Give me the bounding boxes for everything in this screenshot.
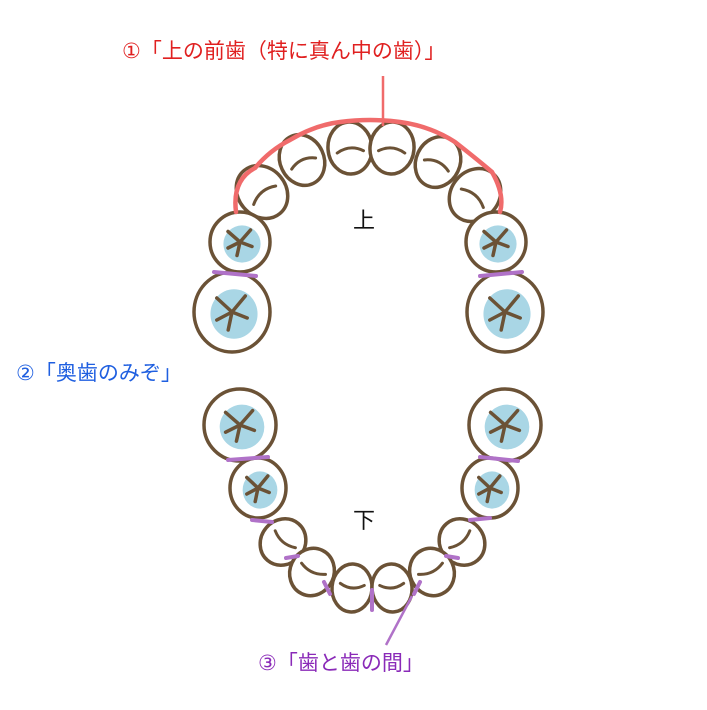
upper-right-canine [447,166,503,224]
tooth-edge [422,158,450,173]
lower-right-central-incisor [370,562,414,614]
tooth-edge [448,529,472,550]
tooth-edge [378,581,406,590]
between-teeth-mark [468,516,492,522]
lower-left-central-incisor [330,562,374,614]
between-teeth-pointer [384,595,414,646]
tooth-edge [252,184,278,206]
groove-lines [482,228,510,258]
groove-lines [223,408,257,443]
upper-right-molar [465,270,545,354]
groove-lines [477,474,503,504]
tooth-edge [273,529,297,550]
tooth-edge [300,561,327,576]
upper-jaw-label: 上 [353,209,375,234]
upper-left-premolar [208,210,272,274]
label-between-teeth: ③「歯と歯の間」 [258,651,424,675]
upper-right-central-incisor [368,120,416,176]
groove-lines [226,228,254,258]
between-teeth-mark [212,270,258,278]
lower-left-molar [202,387,278,463]
between-teeth-mark [226,455,270,462]
lower-jaw-label: 下 [353,509,375,534]
upper-left-molar [192,270,272,354]
tooth-edge [417,561,444,576]
between-teeth-mark [250,518,274,524]
tooth-edge [377,146,407,155]
dental-arches [192,120,545,614]
between-teeth-mark [412,580,422,596]
label-molar-grooves: ②「奥歯のみぞ」 [16,361,182,385]
lower-right-molar [467,387,543,463]
tooth-edge [290,156,318,171]
between-teeth-mark [284,554,300,560]
label-front-teeth: ①「上の前歯（特に真ん中の歯）」 [122,39,445,63]
between-teeth-mark [444,554,460,560]
upper-right-premolar [464,210,528,274]
groove-lines [488,294,522,332]
lower-left-premolar [228,456,288,520]
tooth-edge [335,146,365,155]
front-teeth-highlight [233,117,504,215]
upper-left-canine [234,163,290,221]
groove-lines [488,408,522,443]
between-teeth-mark [478,455,520,463]
upper-left-central-incisor [326,120,374,176]
between-teeth-mark [322,580,332,596]
between-teeth-mark [478,270,524,278]
lower-right-premolar [460,456,520,520]
groove-lines [215,294,249,332]
tooth-edge [338,581,366,590]
highlight-marks [212,76,524,646]
tooth-edge [459,187,485,209]
groove-lines [245,474,271,504]
